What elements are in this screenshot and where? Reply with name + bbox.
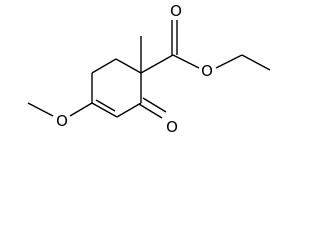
ketone-double-bond-2 [142, 97, 167, 113]
ester-oxygen-label: O [201, 62, 213, 80]
ester-c-o-bond [172, 54, 200, 69]
methoxy-bond-c-o [69, 102, 93, 117]
ring-bond-c6-c1 [115, 58, 142, 74]
methoxy-oxygen-label: O [56, 112, 68, 130]
ring-bond-c5-c6 [91, 58, 117, 74]
ring-double-bond-c3-c4-outer [91, 102, 118, 118]
bond-c1-ester-carbon [140, 54, 174, 74]
ring-bond-c2-c3 [116, 102, 142, 118]
methoxy-bond-o-ch3 [27, 102, 54, 117]
ring-double-bond-c3-c4-inner [95, 99, 116, 112]
ester-carbonyl-oxygen-label: O [170, 2, 182, 20]
ethyl-bond-ch2-ch3 [241, 54, 271, 71]
ketone-oxygen-label: O [166, 118, 178, 136]
chemical-structure: O O O O [27, 2, 271, 136]
ketone-double-bond-1 [138, 103, 163, 119]
ethyl-bond-o-ch2 [215, 54, 243, 69]
